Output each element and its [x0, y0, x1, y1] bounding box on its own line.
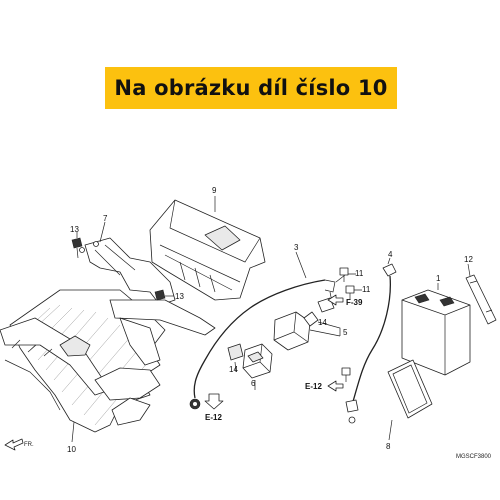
- ref-arrow-e12-right: [327, 380, 344, 392]
- part-4-cable: [345, 263, 397, 424]
- callout-10: 10: [67, 445, 76, 454]
- callout-4: 4: [388, 250, 393, 259]
- diagram-code: MGSCF3800: [456, 454, 492, 460]
- part-8-rubber-pad: [387, 359, 433, 419]
- callout-14b: 14: [229, 365, 238, 374]
- front-direction-arrow: [4, 438, 24, 451]
- callout-9: 9: [212, 186, 217, 195]
- part-1-battery: [401, 289, 471, 376]
- part-11-bolt-b: [345, 285, 355, 300]
- ref-e12-right: E-12: [305, 382, 322, 391]
- part-11-bolt-c: [341, 367, 351, 382]
- part-11-bolt-a: [339, 267, 349, 282]
- part-6-fuse-holder: [242, 343, 273, 379]
- part-7-bracket: [79, 237, 216, 366]
- part-9-battery-cover: [149, 199, 266, 301]
- front-label: FR.: [24, 442, 34, 448]
- ref-e12-left: E-12: [205, 413, 222, 422]
- callout-12: 12: [464, 255, 473, 264]
- callout-5: 5: [343, 328, 348, 337]
- part-12-strap: [465, 274, 497, 325]
- leader-lines: [71, 196, 471, 443]
- callout-11a: 11: [355, 269, 364, 278]
- ref-arrow-f39: [327, 294, 344, 306]
- ref-arrow-e12-left: [204, 393, 224, 410]
- part-13-bolt-a: [71, 237, 83, 259]
- part-14-clip-a: [227, 343, 244, 361]
- callout-14a: 14: [318, 318, 327, 327]
- part-13-bolt-b: [154, 289, 166, 301]
- ref-f39: F-39: [346, 298, 363, 307]
- part-5-relay-assembly: [273, 297, 335, 351]
- callout-1: 1: [436, 274, 441, 283]
- callout-6: 6: [251, 379, 256, 388]
- part-number-banner: Na obrázku díl číslo 10: [105, 67, 397, 109]
- callout-13b: 13: [175, 292, 184, 301]
- banner-text: Na obrázku díl číslo 10: [114, 76, 388, 100]
- callout-8: 8: [386, 442, 391, 451]
- callout-11b: 11: [362, 285, 371, 294]
- callout-7: 7: [103, 214, 108, 223]
- callout-13a: 13: [70, 225, 79, 234]
- callout-3: 3: [294, 243, 299, 252]
